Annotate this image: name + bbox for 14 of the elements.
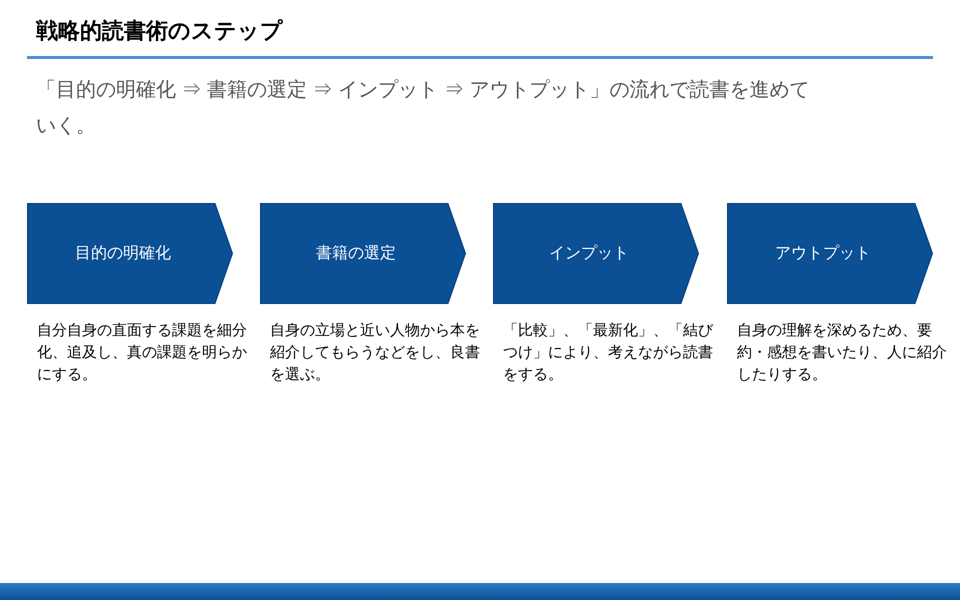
slide-title: 戦略的読書術のステップ [36, 17, 283, 45]
step-label: 目的の明確化 [75, 244, 172, 264]
step-description: 自身の理解を深めるため、要約・感想を書いたり、人に紹介したりする。 [737, 321, 948, 385]
chevron-step [27, 203, 233, 304]
step-description: 「比較」、「最新化」、「結びつけ」により、考えながら読書をする。 [503, 321, 714, 385]
chevron-step [727, 203, 933, 304]
step-description: 自身の立場と近い人物から本を紹介してもらうなどをし、良書を選ぶ。 [270, 321, 481, 385]
chevron-step [493, 203, 699, 304]
step-label: 書籍の選定 [316, 244, 397, 264]
step-description: 自分自身の直面する課題を細分化、追及し、真の課題を明らかにする。 [37, 321, 248, 385]
subtitle-text: 「目的の明確化 ⇒ 書籍の選定 ⇒ インプット ⇒ アウトプット」の流れで読書を進めていく。 [36, 78, 810, 139]
step-label: インプット [549, 244, 630, 264]
chevron-step [260, 203, 466, 304]
step-label: アウトプット [775, 244, 872, 264]
